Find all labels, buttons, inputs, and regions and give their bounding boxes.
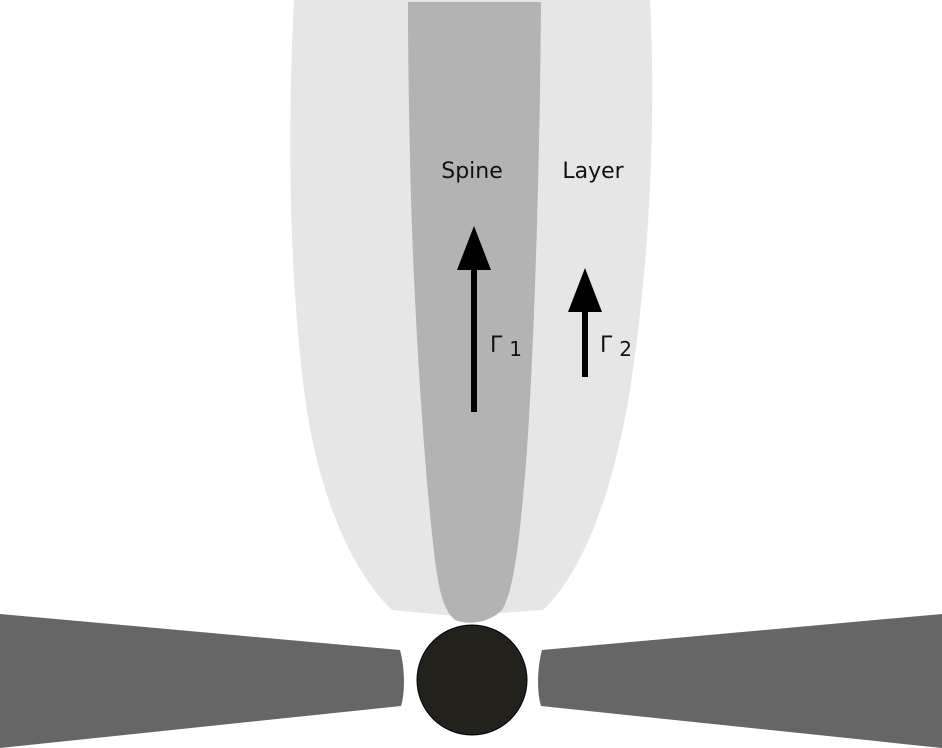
central-body	[416, 624, 528, 736]
right-wedge	[538, 614, 942, 748]
gamma1-symbol: Γ	[490, 333, 503, 358]
spine-label: Spine	[441, 159, 503, 184]
gamma1-arrow	[457, 226, 491, 412]
gamma2-label: Γ 2	[600, 333, 632, 361]
left-wedge	[0, 614, 404, 748]
gamma2-subscript: 2	[619, 337, 632, 361]
gamma1-arrow-head	[457, 226, 491, 270]
gamma2-arrow	[568, 268, 602, 377]
layer-label: Layer	[562, 159, 624, 184]
gamma1-label: Γ 1	[490, 333, 522, 361]
gamma2-symbol: Γ	[600, 333, 613, 358]
gamma1-arrow-shaft	[471, 266, 477, 412]
gamma2-arrow-head	[568, 268, 602, 312]
gamma2-arrow-shaft	[582, 308, 588, 377]
gamma1-subscript: 1	[509, 337, 522, 361]
